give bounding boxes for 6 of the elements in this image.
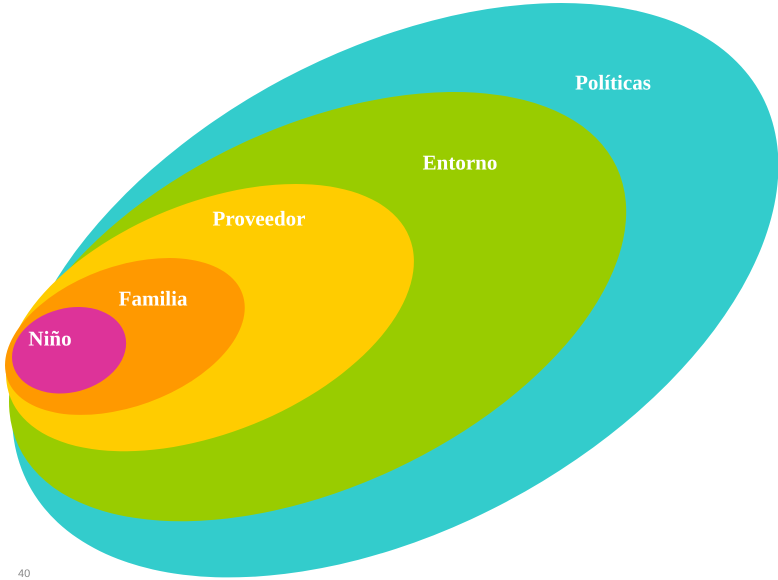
- ellipse-label: Niño: [28, 326, 72, 352]
- ellipse-label: Políticas: [575, 70, 651, 96]
- ellipse-label: Proveedor: [212, 206, 306, 232]
- page-number: 40: [18, 568, 30, 580]
- ellipse-label: Familia: [118, 286, 188, 312]
- ellipse-label: Entorno: [422, 150, 498, 176]
